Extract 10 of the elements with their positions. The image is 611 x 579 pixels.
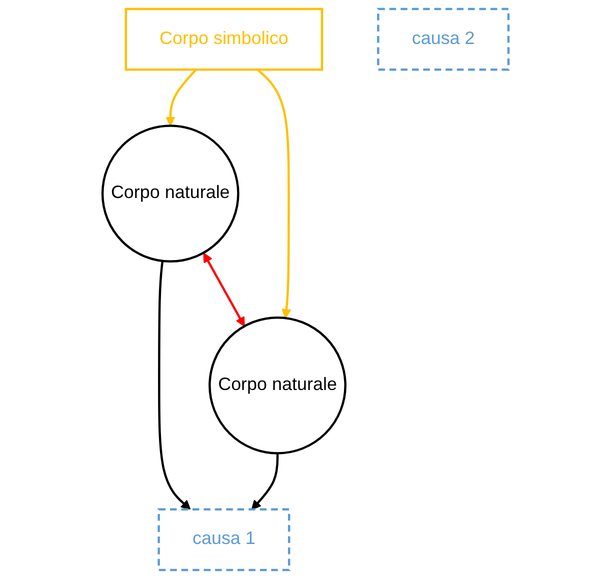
node-box: Corpo simbolico <box>124 8 324 71</box>
arrow <box>256 68 292 318</box>
node-box: causa 1 <box>158 508 290 572</box>
node-circle: Corpo naturale <box>101 124 240 263</box>
node-box: causa 2 <box>377 8 510 71</box>
arrow <box>251 453 279 510</box>
arrow <box>165 68 197 126</box>
node-circle: Corpo naturale <box>208 316 346 454</box>
arrow <box>158 260 191 510</box>
arrow <box>203 252 245 327</box>
